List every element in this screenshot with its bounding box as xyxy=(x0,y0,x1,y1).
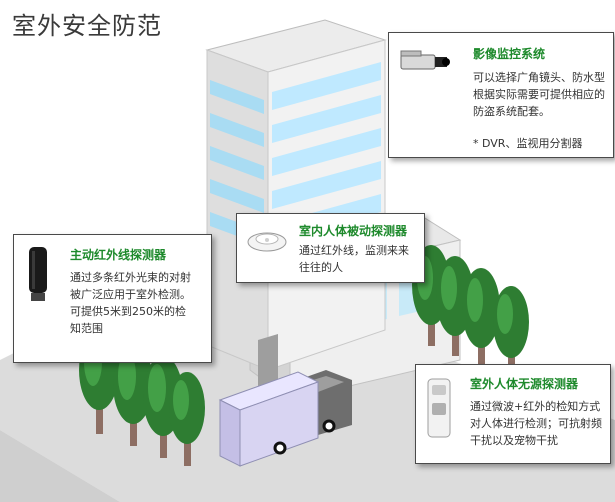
callout-camera-title: 影像监控系统 xyxy=(473,47,546,61)
ceiling-pir-sensor-icon xyxy=(247,232,287,252)
callout-indoor-pir-title: 室内人体被动探测器 xyxy=(299,224,408,238)
callout-camera-line-3: 防盗系统配套。 xyxy=(473,105,550,118)
callout-indoor-pir-line-2: 往往的人 xyxy=(299,261,343,274)
callout-ir-beam-title: 主动红外线探测器 xyxy=(70,248,167,262)
callout-indoor-pir: 室内人体被动探测器 通过红外线，监测来来 往往的人 xyxy=(236,213,425,283)
ir-beam-detector-icon xyxy=(29,247,47,301)
callout-camera-line-2: 根据实际需要可提供相应的 xyxy=(473,88,605,101)
callout-ir-beam: 主动红外线探测器 通过多条红外光束的对射 被广泛应用于室外检测。 可提供5米到2… xyxy=(13,234,212,363)
tall-building xyxy=(205,19,387,386)
callout-ir-beam-text: 通过多条红外光束的对射 被广泛应用于室外检测。 可提供5米到250米的检 知范围 xyxy=(70,269,191,337)
callout-outdoor-detector-line-3: 干扰以及宠物干扰 xyxy=(470,434,558,447)
trees-left xyxy=(79,330,205,466)
callout-outdoor-detector-line-2: 对人体进行检测；可抗射频 xyxy=(470,417,602,430)
outdoor-detector-icon xyxy=(427,378,451,438)
truck xyxy=(218,370,352,467)
callout-ir-beam-line-2: 被广泛应用于室外检测。 xyxy=(70,288,191,301)
callout-camera-text: 可以选择广角镜头、防水型 根据实际需要可提供相应的 防盗系统配套。 xyxy=(473,69,605,120)
callout-outdoor-detector: 室外人体无源探测器 通过微波+红外的检知方式 对人体进行检测；可抗射频 干扰以及… xyxy=(415,364,611,464)
callout-ir-beam-line-4: 知范围 xyxy=(70,322,103,335)
security-camera-icon xyxy=(400,50,450,70)
callout-outdoor-detector-line-1: 通过微波+红外的检知方式 xyxy=(470,400,601,413)
callout-indoor-pir-text: 通过红外线，监测来来 往往的人 xyxy=(299,242,409,276)
callout-outdoor-detector-title: 室外人体无源探测器 xyxy=(470,377,579,391)
callout-ir-beam-line-1: 通过多条红外光束的对射 xyxy=(70,271,191,284)
callout-camera-note: * DVR、监视用分割器 xyxy=(473,137,583,150)
callout-camera-line-1: 可以选择广角镜头、防水型 xyxy=(473,71,605,84)
page-title: 室外安全防范 xyxy=(12,12,162,40)
callout-ir-beam-line-3: 可提供5米到250米的检 xyxy=(70,305,186,318)
callout-outdoor-detector-text: 通过微波+红外的检知方式 对人体进行检测；可抗射频 干扰以及宠物干扰 xyxy=(470,398,602,449)
callout-indoor-pir-line-1: 通过红外线，监测来来 xyxy=(299,244,409,257)
callout-camera: 影像监控系统 可以选择广角镜头、防水型 根据实际需要可提供相应的 防盗系统配套。… xyxy=(388,32,614,158)
trees-right xyxy=(412,245,529,378)
